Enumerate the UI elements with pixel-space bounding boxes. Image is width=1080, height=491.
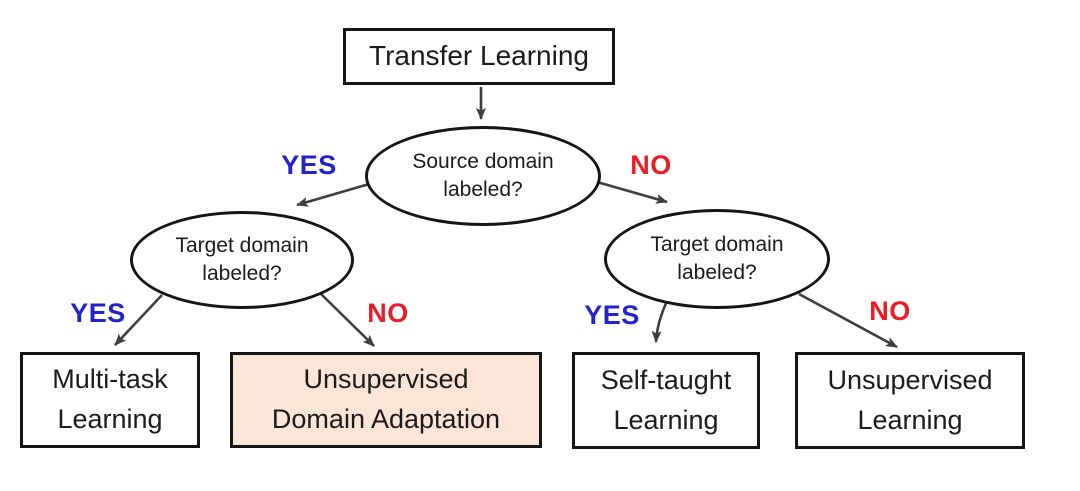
node-transfer-learning-label: Transfer Learning xyxy=(369,40,589,72)
edge-label-right-yes: YES xyxy=(584,300,640,330)
decision-right-line2: labeled? xyxy=(677,261,757,284)
edge-label-source-no: NO xyxy=(630,150,672,180)
node-transfer-learning: Transfer Learning xyxy=(343,28,615,85)
decision-source-domain-labeled: Source domain labeled? xyxy=(365,126,601,226)
node-uda-line2: Domain Adaptation xyxy=(271,404,501,434)
decision-left-line2: labeled? xyxy=(202,262,282,285)
node-unsupervised-learning: Unsupervised Learning xyxy=(795,352,1025,449)
node-multi-task-line2: Learning xyxy=(57,404,163,434)
edge-source-yes xyxy=(296,180,377,207)
edge-label-right-no: NO xyxy=(869,296,911,326)
node-self-taught-line2: Learning xyxy=(613,404,719,435)
decision-right-line1: Target domain xyxy=(650,233,784,257)
node-unsupervised-line1: Unsupervised xyxy=(827,364,993,395)
edge-label-source-yes: YES xyxy=(281,150,337,180)
edge-label-left-no: NO xyxy=(367,298,409,328)
edge-source-no xyxy=(596,180,668,204)
decision-left-line1: Target domain xyxy=(175,234,309,258)
edge-label-left-yes: YES xyxy=(70,298,126,328)
node-unsupervised-domain-adaptation: Unsupervised Domain Adaptation xyxy=(230,352,542,448)
decision-target-domain-labeled-left: Target domain labeled? xyxy=(130,211,354,309)
node-multi-task-line1: Multi-task xyxy=(52,364,168,395)
node-multi-task-learning: Multi-task Learning xyxy=(20,352,200,448)
decision-target-domain-labeled-right: Target domain labeled? xyxy=(604,209,830,309)
edge-right-yes xyxy=(651,300,669,343)
node-self-taught-line1: Self-taught xyxy=(600,364,732,395)
node-self-taught-learning: Self-taught Learning xyxy=(572,352,760,449)
node-uda-line1: Unsupervised xyxy=(303,364,469,395)
node-unsupervised-line2: Learning xyxy=(857,404,963,435)
decision-source-line1: Source domain xyxy=(412,150,554,174)
decision-source-line2: labeled? xyxy=(443,178,523,201)
